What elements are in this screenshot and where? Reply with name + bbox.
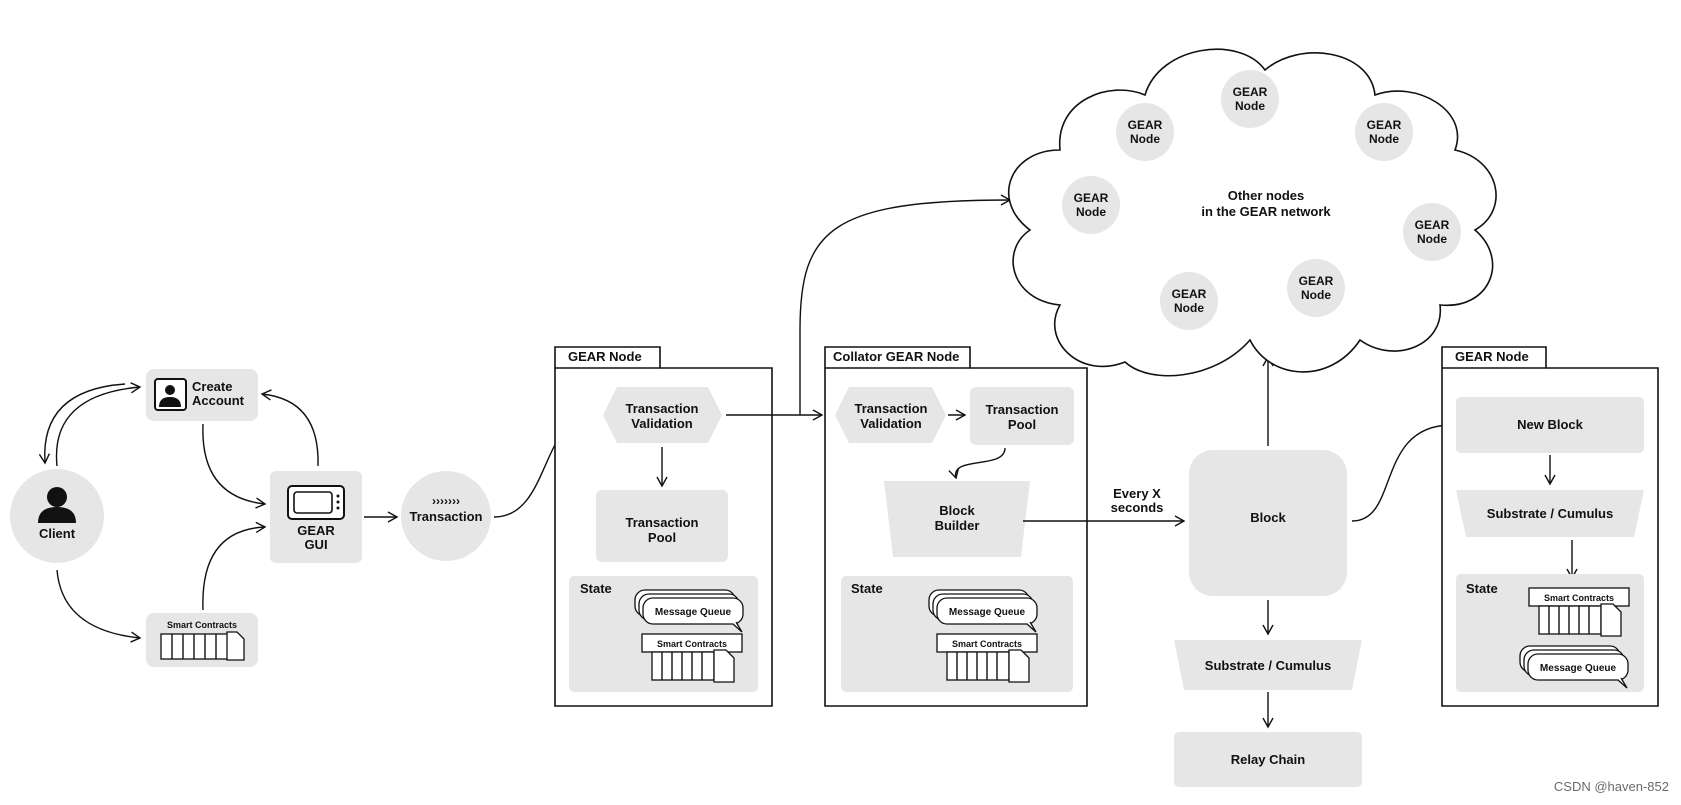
node3-state-panel: State Smart Contracts Message Queue [1456,574,1644,692]
gear-gui-line2: GUI [304,537,327,552]
collator-message-queue-label: Message Queue [949,607,1026,618]
node3-smart-contracts-icon: Smart Contracts [1528,587,1630,637]
collator-state-label: State [851,581,883,596]
cloud-gear-node: GEAR Node [1160,272,1218,330]
collator-validation-line1: Transaction [855,401,928,416]
create-account-box: Create Account [146,369,258,421]
new-block-label: New Block [1517,417,1584,432]
client-node: Client [10,469,104,563]
smart-contracts-icon: Smart Contracts [641,633,743,683]
substrate-cumulus-center: Substrate / Cumulus [1174,640,1362,690]
relay-chain-label: Relay Chain [1231,752,1305,767]
collator-message-queue-icon: Message Queue [928,589,1038,633]
collator-node-title: Collator GEAR Node [833,349,959,364]
collator-validation-line2: Validation [860,416,921,431]
collator-node-panel: Collator GEAR Node Transaction Validatio… [824,346,1088,707]
gear-node-label-3a: GEAR [1367,118,1402,132]
gear-node-label-1a: GEAR [1233,85,1268,99]
gear-node-label-4a: GEAR [1074,191,1109,205]
gear-node-label-1b: Node [1235,99,1265,113]
node3-state-label: State [1466,581,1498,596]
account-icon [154,378,187,411]
gear-node-panel: GEAR Node Transaction Validation Transac… [554,346,773,707]
node3-smart-contracts-label: Smart Contracts [1544,593,1614,603]
transaction-pool-box: Transaction Pool [596,490,728,562]
message-queue-icon: Message Queue [634,589,744,633]
block-builder-line2: Builder [935,518,980,533]
collator-pool-box: Transaction Pool [970,387,1074,445]
contract-document-icon [160,631,245,661]
block-label: Block [1250,510,1286,525]
cloud-gear-node: GEAR Node [1355,103,1413,161]
gear-node-title: GEAR Node [568,349,642,364]
transaction-pool-line2: Pool [648,530,676,545]
gear-node-label-4b: Node [1076,205,1106,219]
smart-contracts-source-box: Smart Contracts [146,613,258,667]
cloud-caption-line2: in the GEAR network [1201,204,1331,219]
client-label: Client [39,526,76,541]
interval-line2: seconds [1111,500,1164,515]
block-builder-box: Block Builder [884,481,1030,557]
gear-node-label-5b: Node [1417,232,1447,246]
gear-node-label-6b: Node [1174,301,1204,315]
smart-contracts-label: Smart Contracts [657,639,727,649]
gear-node-label-7a: GEAR [1299,274,1334,288]
cloud-caption-line1: Other nodes [1228,188,1305,203]
cloud-gear-node: GEAR Node [1116,103,1174,161]
receiving-gear-node-panel: GEAR Node New Block Substrate / Cumulus … [1441,346,1659,707]
node3-message-queue-label: Message Queue [1540,663,1617,674]
node3-substrate-label: Substrate / Cumulus [1487,506,1613,521]
transaction-label: Transaction [410,509,483,524]
gear-node-label-3b: Node [1369,132,1399,146]
transaction-validation-hex: Transaction Validation [603,387,722,443]
collator-state-panel: State Message Queue Smart Contracts [841,576,1073,692]
transaction-validation-line1: Transaction [626,401,699,416]
new-block-box: New Block [1456,397,1644,453]
cloud-gear-node: GEAR Node [1221,70,1279,128]
node3-message-queue-icon: Message Queue [1519,645,1629,689]
transaction-pool-line1: Transaction [626,515,699,530]
collator-validation-hex: Transaction Validation [835,387,946,443]
transaction-node: ››››››› Transaction [401,471,491,561]
collator-pool-line1: Transaction [986,402,1059,417]
monitor-icon [287,485,345,520]
cloud-gear-node: GEAR Node [1287,259,1345,317]
message-queue-label: Message Queue [655,607,732,618]
transaction-validation-line2: Validation [631,416,692,431]
substrate-cumulus-center-label: Substrate / Cumulus [1205,658,1331,673]
collator-smart-contracts-label: Smart Contracts [952,639,1022,649]
person-icon [38,487,76,523]
interval-line1: Every X [1113,486,1161,501]
block-builder-line1: Block [939,503,975,518]
left-connectors [38,382,594,643]
cloud-gear-node: GEAR Node [1403,203,1461,261]
state-panel: State Message Queue Smart Contracts [569,576,758,692]
watermark: CSDN @haven-852 [1553,779,1669,794]
gear-node-label-2a: GEAR [1128,118,1163,132]
transaction-chevrons: ››››››› [432,494,460,508]
gear-node-label-6a: GEAR [1172,287,1207,301]
gear-gui-box: GEAR GUI [270,471,362,563]
state-label: State [580,581,612,596]
node3-substrate-cumulus: Substrate / Cumulus [1456,490,1644,537]
smart-contracts-source-label: Smart Contracts [167,620,237,630]
block-node: Block [1189,450,1347,596]
collator-smart-contracts-icon: Smart Contracts [936,633,1038,683]
gear-node-label-7b: Node [1301,288,1331,302]
receiving-gear-node-title: GEAR Node [1455,349,1529,364]
collator-pool-line2: Pool [1008,417,1036,432]
create-account-line1: Create [192,379,232,394]
cloud-gear-node: GEAR Node [1062,176,1120,234]
gear-network-cloud: Other nodes in the GEAR network GEAR Nod… [1007,48,1497,377]
gear-gui-line1: GEAR [297,523,335,538]
create-account-line2: Account [192,393,245,408]
gear-node-label-2b: Node [1130,132,1160,146]
gear-node-label-5a: GEAR [1415,218,1450,232]
relay-chain-box: Relay Chain [1174,732,1362,787]
